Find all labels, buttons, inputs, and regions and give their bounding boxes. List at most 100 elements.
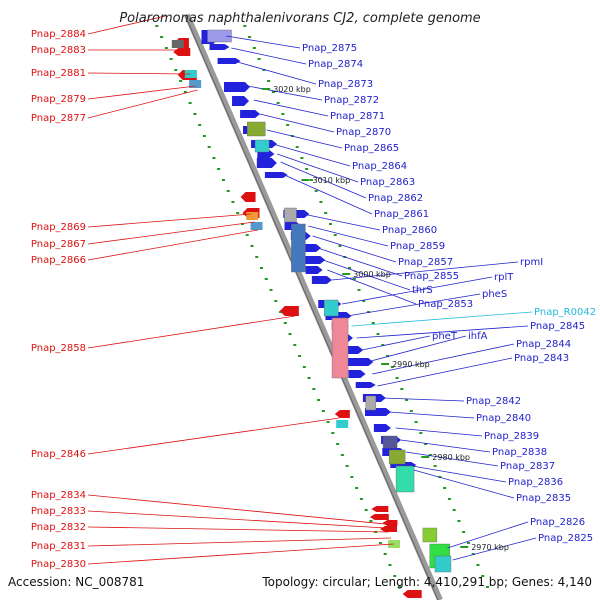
- gene-label[interactable]: Pnap_2874: [308, 59, 363, 70]
- forward-gene: [299, 256, 326, 264]
- gene-label[interactable]: Pnap_2864: [352, 161, 407, 172]
- gene-label[interactable]: Pnap_2845: [530, 321, 585, 332]
- tick-dot: [212, 157, 216, 159]
- tick-dot: [400, 388, 404, 390]
- tick-dot: [433, 465, 437, 467]
- backbone-layer: [184, 13, 443, 600]
- tick-dot: [221, 179, 225, 181]
- tick-dot: [293, 344, 297, 346]
- gene-label[interactable]: Pnap_2825: [538, 533, 593, 544]
- gene-label[interactable]: Pnap_2830: [31, 559, 86, 570]
- reverse-gene: [371, 506, 389, 512]
- gene-label[interactable]: rplT: [494, 272, 514, 283]
- gene-label[interactable]: Pnap_2870: [336, 127, 391, 138]
- gene-box: [336, 420, 349, 428]
- gene-label[interactable]: Pnap_2838: [492, 447, 547, 458]
- tick-dot: [202, 135, 206, 137]
- reverse-gene: [334, 410, 350, 418]
- gene-label[interactable]: Pnap_2865: [344, 143, 399, 154]
- gene-label[interactable]: Pnap_2831: [31, 541, 86, 552]
- gene-label[interactable]: Pnap_2860: [382, 225, 437, 236]
- gene-label[interactable]: pheT: [432, 331, 458, 342]
- gene-label[interactable]: Pnap_2846: [31, 449, 86, 460]
- gene-label[interactable]: Pnap_2869: [31, 222, 86, 233]
- gene-box: [284, 207, 297, 223]
- gene-label[interactable]: rpmI: [520, 257, 543, 268]
- tick-dot: [457, 520, 461, 522]
- gene-label[interactable]: Pnap_2853: [418, 299, 473, 310]
- tick-dot: [409, 410, 413, 412]
- gene-label[interactable]: pheS: [482, 289, 507, 300]
- gene-label[interactable]: Pnap_2843: [514, 353, 569, 364]
- leader-line: [327, 269, 417, 305]
- tick-dot: [271, 91, 275, 93]
- gene-label[interactable]: Pnap_2842: [466, 396, 521, 407]
- leader-line: [322, 259, 411, 291]
- gene-label[interactable]: Pnap_2862: [368, 193, 423, 204]
- map-title: Polaromonas naphthalenivorans CJ2, compl…: [119, 11, 480, 26]
- gene-label[interactable]: Pnap_2832: [31, 522, 86, 533]
- tick-dot: [179, 80, 183, 82]
- gene-label[interactable]: Pnap_2866: [31, 255, 86, 266]
- tick-dot: [419, 432, 423, 434]
- leader-line: [351, 311, 533, 327]
- gene-label[interactable]: Pnap_2837: [500, 461, 555, 472]
- gene-box: [291, 223, 306, 273]
- gene-label[interactable]: Pnap_2858: [31, 343, 86, 354]
- gene-label[interactable]: Pnap_2844: [516, 339, 571, 350]
- tick-dot: [188, 102, 192, 104]
- gene-label[interactable]: Pnap_2873: [318, 79, 373, 90]
- tick-dot: [336, 443, 340, 445]
- gene-label[interactable]: Pnap_2855: [404, 271, 459, 282]
- gene-label[interactable]: Pnap_2875: [302, 43, 357, 54]
- tick-dot: [255, 256, 259, 258]
- gene-label[interactable]: Pnap_2857: [398, 257, 453, 268]
- gene-label[interactable]: Pnap_2863: [360, 177, 415, 188]
- gene-label[interactable]: Pnap_2835: [516, 493, 571, 504]
- kbp-label: 3020 kbp: [273, 85, 311, 94]
- gene-box: [331, 317, 349, 379]
- tick-dot: [466, 542, 470, 544]
- tick-dot: [395, 377, 399, 379]
- gene-label[interactable]: Pnap_2833: [31, 506, 86, 517]
- tick-dot: [476, 564, 480, 566]
- tick-dot: [217, 168, 221, 170]
- gene-label[interactable]: Pnap_2879: [31, 94, 86, 105]
- tick-dot: [295, 146, 299, 148]
- gene-box: [395, 465, 415, 493]
- gene-label[interactable]: Pnap_2877: [31, 113, 86, 124]
- gene-label[interactable]: Pnap_R0042: [534, 307, 596, 318]
- leader-line: [87, 89, 198, 119]
- tick-dot: [333, 234, 337, 236]
- tick-dot: [160, 36, 164, 38]
- tick-dot: [471, 553, 475, 555]
- tick-dot: [319, 201, 323, 203]
- gene-label[interactable]: Pnap_2867: [31, 239, 86, 250]
- gene-label[interactable]: thrS: [412, 285, 433, 296]
- gene-label[interactable]: Pnap_2881: [31, 68, 86, 79]
- leader-line: [308, 225, 389, 247]
- gene-label[interactable]: Pnap_2861: [374, 209, 429, 220]
- tick-dot: [352, 278, 356, 280]
- gene-label[interactable]: Pnap_2872: [324, 95, 379, 106]
- gene-label[interactable]: Pnap_2826: [530, 517, 585, 528]
- gene-label[interactable]: Pnap_2834: [31, 490, 86, 501]
- reverse-gene: [402, 590, 422, 598]
- gene-label[interactable]: Pnap_2871: [330, 111, 385, 122]
- gene-label[interactable]: Pnap_2883: [31, 45, 86, 56]
- gene-label[interactable]: ihfA: [468, 331, 488, 342]
- tick-dot: [324, 212, 328, 214]
- gene-label[interactable]: Pnap_2840: [476, 413, 531, 424]
- gene-label[interactable]: Pnap_2836: [508, 477, 563, 488]
- gene-label[interactable]: Pnap_2884: [31, 29, 86, 40]
- leader-line: [388, 411, 475, 419]
- gene-box: [184, 70, 197, 78]
- gene-box: [388, 449, 406, 465]
- leader-line: [226, 35, 301, 49]
- forward-gene: [348, 370, 366, 378]
- gene-label[interactable]: Pnap_2839: [484, 431, 539, 442]
- tick-dot: [386, 355, 390, 357]
- gene-label[interactable]: Pnap_2859: [390, 241, 445, 252]
